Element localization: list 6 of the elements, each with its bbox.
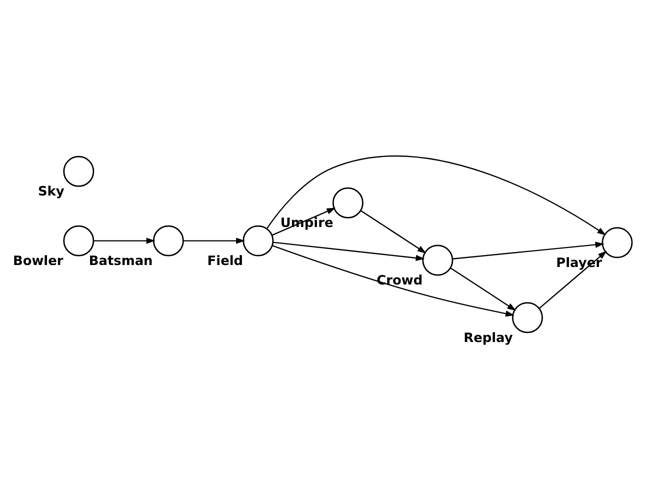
node-label: Field <box>207 254 244 269</box>
node-label: Bowler <box>12 254 64 269</box>
node-label: Batsman <box>88 254 153 269</box>
node-label: Crowd <box>376 272 423 288</box>
node-label: Sky <box>38 184 64 200</box>
node-label: Replay <box>464 330 513 346</box>
